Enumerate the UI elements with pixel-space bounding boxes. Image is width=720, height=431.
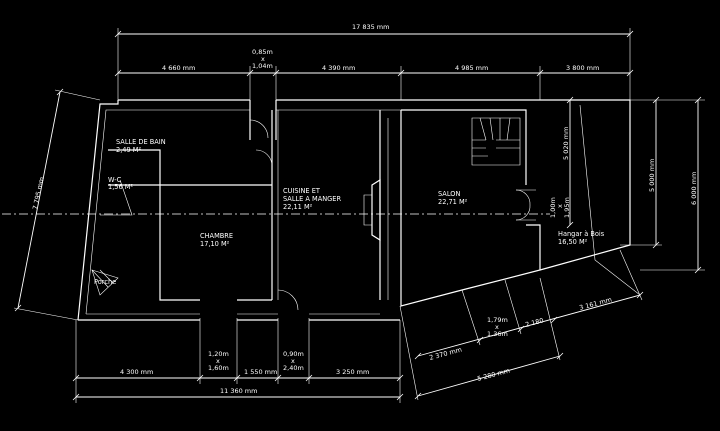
room-porch-name: Porche	[94, 278, 116, 286]
building-walls	[77, 99, 641, 321]
dim-2180: 2 180	[524, 316, 544, 329]
dim-win1-x: x	[216, 357, 220, 365]
dim-win2-w: 0,90m	[283, 350, 304, 358]
dim-win2-h: 2,40m	[283, 364, 304, 372]
room-salon-name: SALON	[438, 190, 460, 198]
room-cuisine-name1: CUISINE ET	[283, 187, 321, 195]
room-wc-area: 1,56 M²	[108, 183, 133, 191]
bottom-dimension-chain	[72, 318, 404, 403]
dim-win2-x: x	[291, 357, 295, 365]
dim-diag-win-x: x	[495, 323, 499, 331]
dim-5280: 5 280 mm	[476, 367, 510, 383]
dim-3161: 3 161 mm	[578, 296, 612, 312]
dim-3800: 3 800 mm	[566, 64, 599, 72]
overall-top-dim: 17 835 mm	[352, 23, 389, 31]
left-dimension	[13, 88, 101, 321]
dim-4390: 4 390 mm	[322, 64, 355, 72]
dim-6000: 6 000 mm	[690, 172, 698, 205]
room-cuisine-area: 22,11 M²	[283, 203, 313, 211]
room-hangar-name: Hangar à Bois	[558, 230, 605, 238]
dim-3250: 3 250 mm	[336, 368, 369, 376]
dim-door-salon-h: 1,95m	[563, 197, 571, 218]
overall-bottom-dim: 11 360 mm	[220, 387, 257, 395]
room-salon-area: 22,71 M²	[438, 198, 468, 206]
dim-4300: 4 300 mm	[120, 368, 153, 376]
dim-diag-win-w: 1,79m	[487, 316, 508, 324]
dim-7795: 7 795 mm	[31, 176, 46, 210]
room-sdb-name: SALLE DE BAIN	[116, 138, 166, 146]
dim-4660: 4 660 mm	[162, 64, 195, 72]
dim-5020: 5 020 mm	[562, 127, 570, 160]
dim-opening-top-h: 1,04m	[252, 62, 273, 70]
dim-diag-win-h: 1,36m	[487, 330, 508, 338]
room-chambre-name: CHAMBRE	[200, 232, 233, 240]
dim-1550: 1 550 mm	[244, 368, 277, 376]
room-chambre-area: 17,10 M²	[200, 240, 230, 248]
dim-win1-h: 1,60m	[208, 364, 229, 372]
dim-door-salon-w: 1,00m	[549, 197, 557, 218]
diagonal-dimension-chain	[399, 249, 644, 401]
dim-opening-top-w: 0,85m	[252, 48, 273, 56]
dim-5000: 5 000 mm	[648, 159, 656, 192]
room-sdb-area: 2,49 M²	[116, 146, 141, 154]
room-cuisine-name2: SALLE A MANGER	[283, 195, 341, 203]
room-wc-name: W-C	[108, 176, 122, 184]
dim-win1-w: 1,20m	[208, 350, 229, 358]
dim-opening-top-x: x	[261, 55, 265, 63]
dim-door-salon-x: x	[556, 204, 564, 208]
door-swings	[249, 119, 299, 311]
top-dimension-chain	[114, 28, 634, 100]
dim-4985: 4 985 mm	[455, 64, 488, 72]
room-hangar-area: 16,50 M²	[558, 238, 588, 246]
